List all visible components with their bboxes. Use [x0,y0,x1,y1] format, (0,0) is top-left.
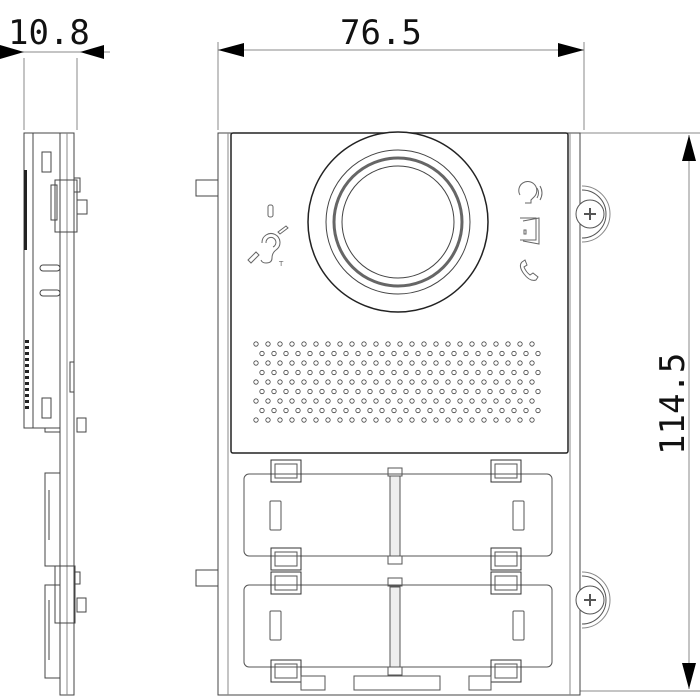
camera-lens [307,131,489,313]
call-button-bottom[interactable] [243,571,553,691]
dimension-height-label: 114.5 [653,353,693,455]
arrow-icon [80,45,104,59]
led-indicator [267,204,274,218]
dimension-depth: 10.8 [0,13,110,130]
arrow-icon [682,135,696,161]
call-button-top[interactable] [243,459,553,571]
phone-handset-icon [519,259,539,281]
dimension-height: 114.5 [580,132,700,692]
screw-bottom [575,571,611,629]
arrow-icon [682,663,696,689]
speaking-head-icon [518,180,543,204]
door-open-icon [520,217,540,245]
arrow-icon [0,45,24,59]
side-view [23,132,88,696]
dimension-depth-label: 10.8 [8,13,90,53]
dimension-width: 76.5 [217,13,585,130]
arrow-icon [558,43,584,57]
hearing-loop-label: T [278,260,284,268]
hearing-loop-icon: T [247,225,289,268]
speaker-grill [253,341,541,423]
dimension-width-label: 76.5 [340,13,422,53]
screw-top [575,185,611,243]
arrow-icon [218,43,244,57]
